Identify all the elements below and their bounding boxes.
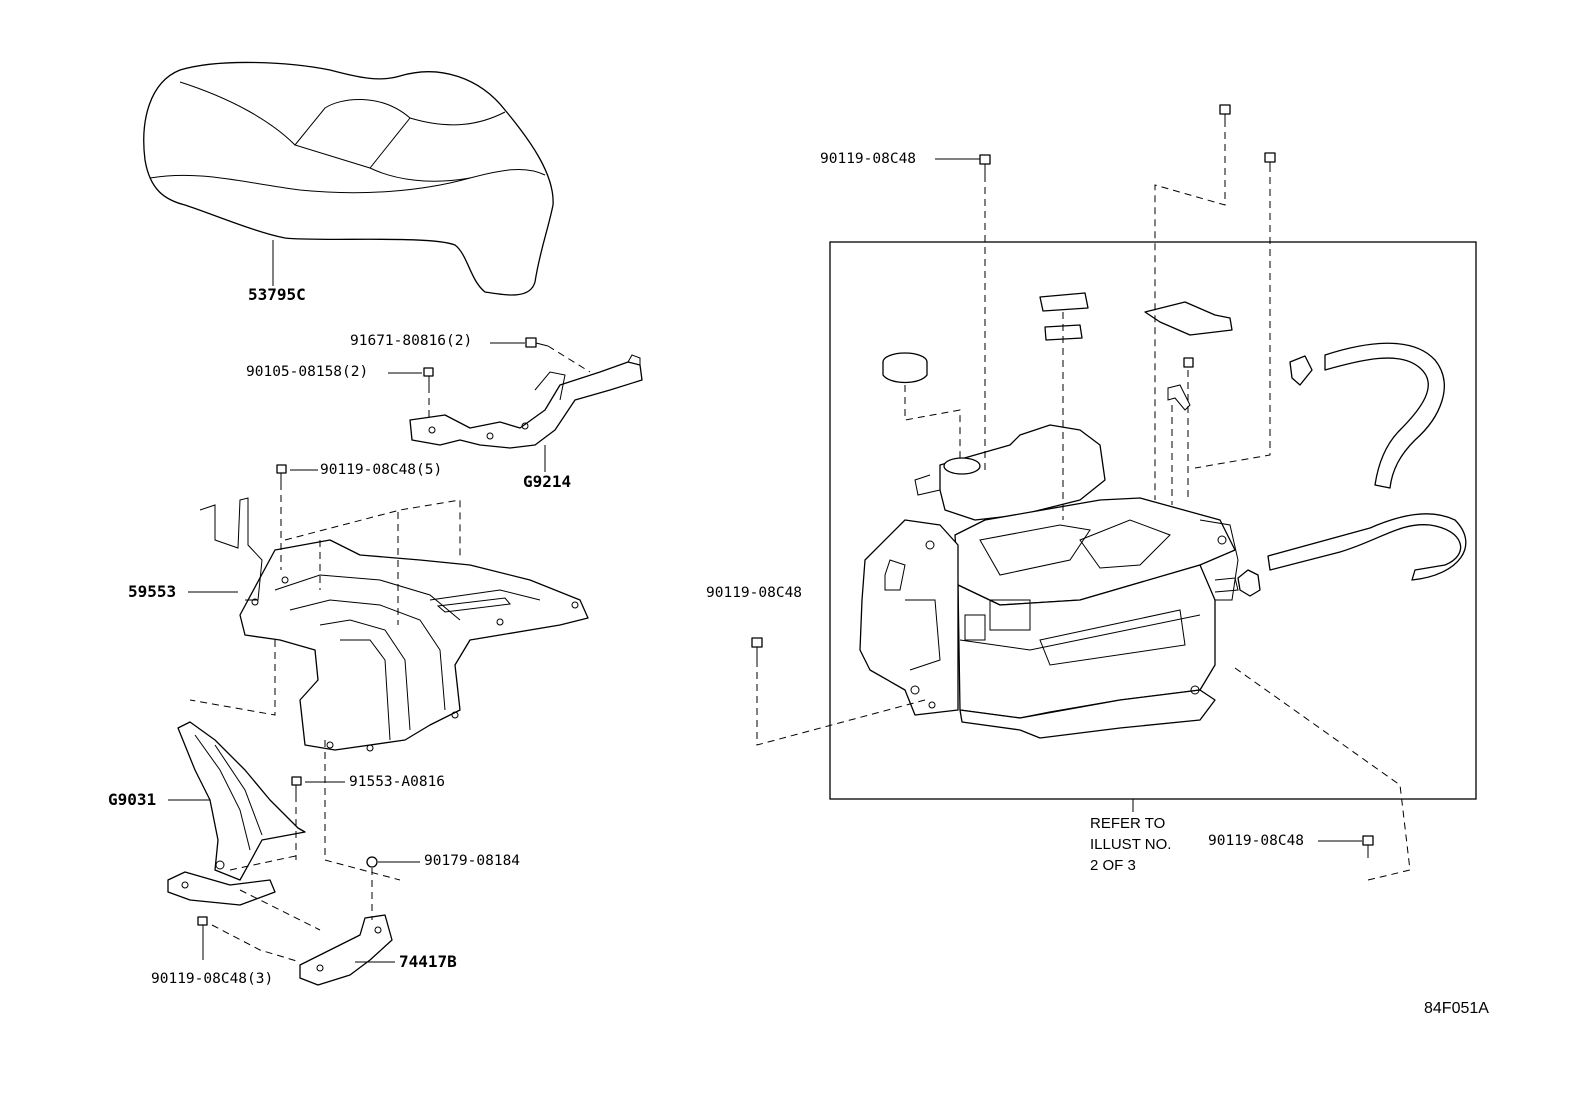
- bolt-90119-left: [751, 637, 763, 660]
- label-90105-08158: 90105-08158(2): [246, 364, 369, 380]
- hose-upper: [1324, 342, 1445, 489]
- part-59553-tray: [199, 497, 589, 752]
- label-91671-80816: 91671-80816(2): [350, 333, 473, 349]
- nut-90179: [366, 856, 378, 868]
- inverter-assembly: [859, 355, 1313, 739]
- label-90179-08184: 90179-08184: [424, 853, 521, 869]
- part-53795c-cover: [143, 61, 554, 296]
- part-74417b-bracket: [299, 914, 393, 986]
- figure-id: 84F051A: [1424, 1000, 1489, 1017]
- label-91553-a0816: 91553-A0816: [349, 774, 446, 790]
- bolt-small-mid: [1183, 357, 1194, 368]
- bolt-91553: [291, 776, 302, 795]
- bolt-90119-3: [197, 916, 208, 960]
- label-90119-08c48-left: 90119-08C48: [706, 585, 803, 601]
- label-74417b: 74417B: [399, 952, 457, 971]
- inverter-illustration-frame: [829, 241, 1477, 800]
- refer-note-line3: 2 OF 3: [1090, 857, 1136, 874]
- label-90119-08c48-5: 90119-08C48(5): [320, 462, 443, 478]
- label-90119-08c48-right: 90119-08C48: [1208, 833, 1305, 849]
- label-90119-08c48-top: 90119-08C48: [820, 151, 917, 167]
- top-bracket: [1144, 301, 1233, 336]
- hose-lower: [1267, 513, 1467, 581]
- part-g9214-bracket: [409, 354, 643, 449]
- refer-note-line2: ILLUST NO.: [1090, 836, 1172, 853]
- refer-note-line1: REFER TO: [1090, 815, 1166, 832]
- bolt-90105: [423, 367, 434, 386]
- cap-part: [882, 352, 928, 384]
- part-g9031-stay: [167, 721, 306, 906]
- refer-note: REFER TO ILLUST NO. 2 OF 3: [1090, 813, 1171, 876]
- label-g9214: G9214: [523, 472, 572, 491]
- bolt-top-b: [1264, 152, 1276, 170]
- bolt-90119-right: [1362, 835, 1374, 858]
- bolt-90119-top: [979, 154, 991, 175]
- bolt-top-a: [1219, 104, 1231, 120]
- label-59553: 59553: [128, 582, 177, 601]
- label-plate: [1039, 292, 1089, 312]
- label-90119-08c48-3: 90119-08C48(3): [151, 971, 274, 987]
- label-g9031: G9031: [108, 790, 157, 809]
- bolt-90119-5: [276, 464, 287, 483]
- small-clip: [1167, 384, 1191, 411]
- label-53795c: 53795C: [248, 285, 306, 304]
- bolt-91671: [525, 337, 549, 348]
- label-plate-small: [1044, 324, 1083, 341]
